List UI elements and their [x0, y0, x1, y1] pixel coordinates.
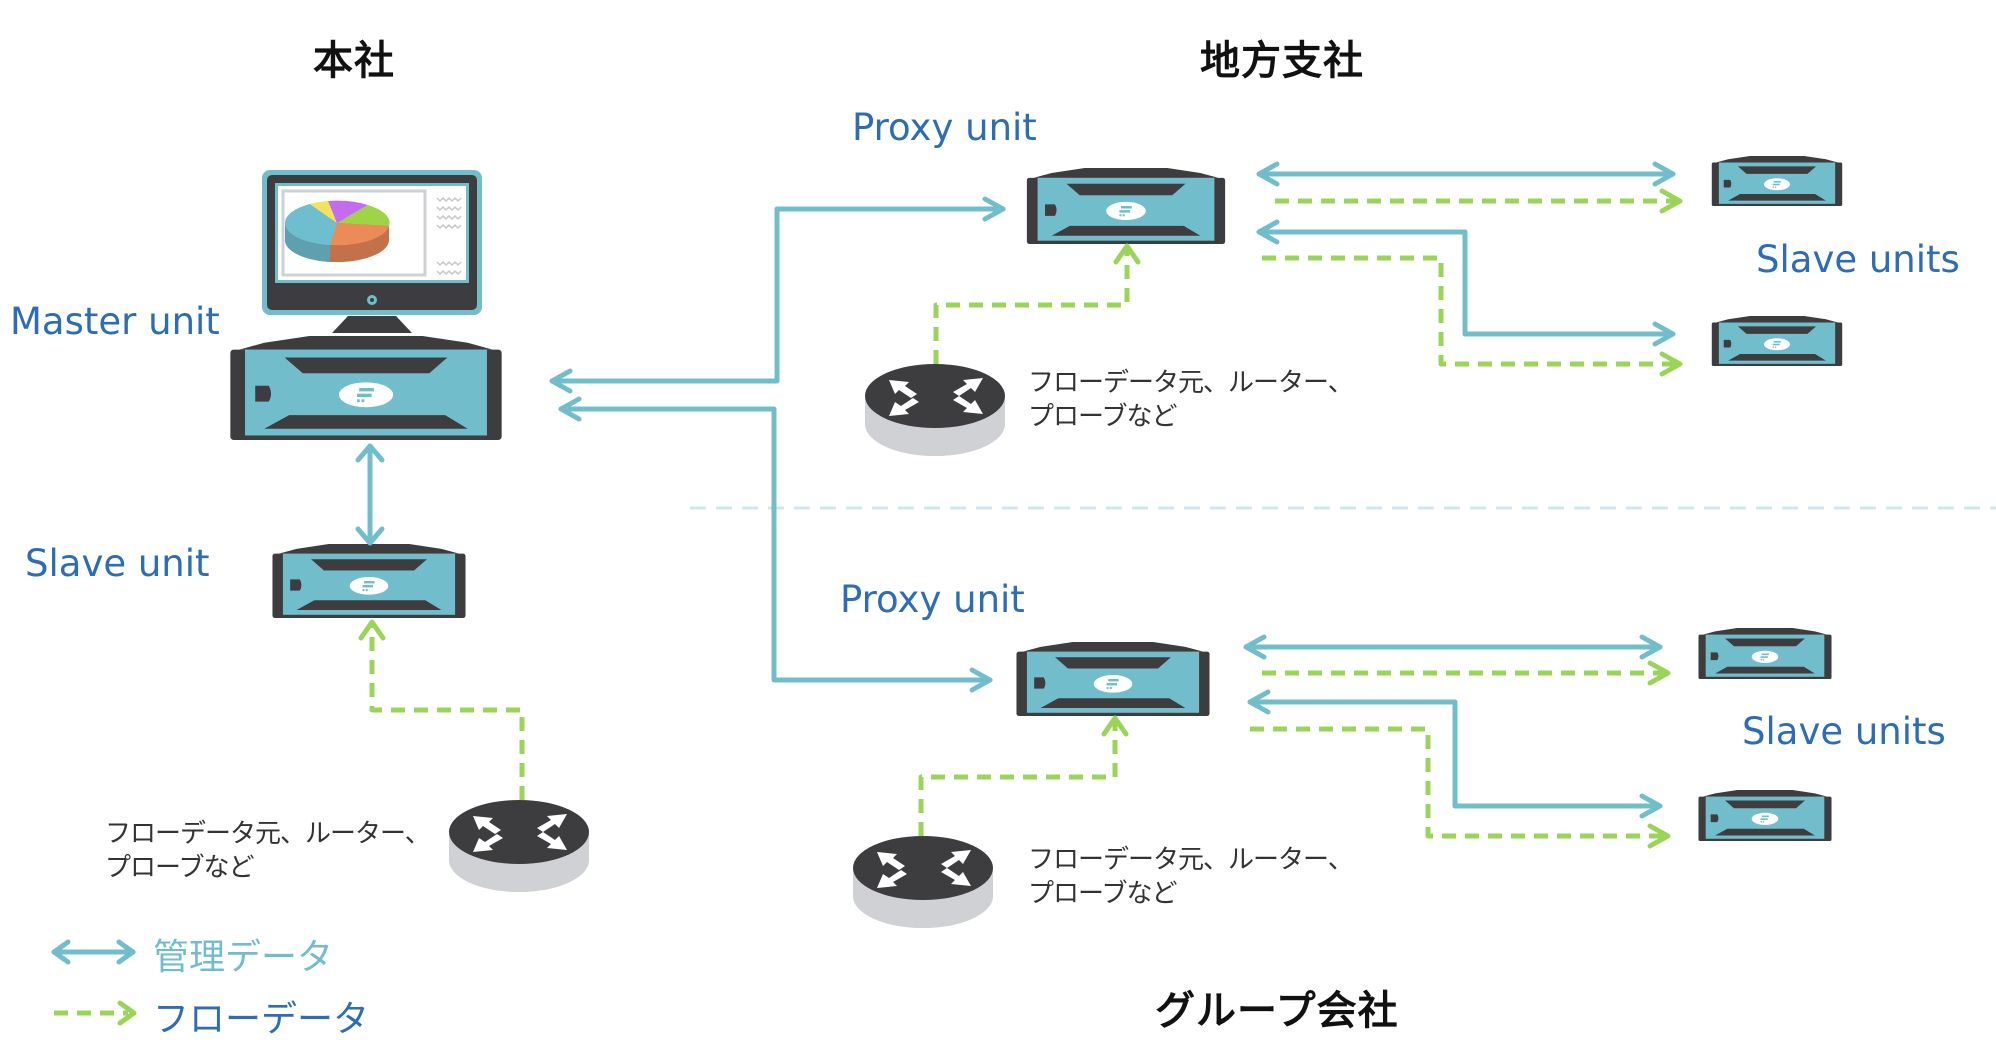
- branch-flow-source-line2: プローブなど: [1028, 402, 1177, 432]
- management-data-lines: [51, 161, 1676, 965]
- pie-slice-green: [337, 205, 390, 226]
- legend-management-label: 管理データ: [153, 937, 334, 978]
- flow-line-group-slave-2: [1250, 726, 1664, 839]
- group-slave-unit-1-server-icon: [1698, 628, 1832, 679]
- slave-units-branch-label: Slave units: [1756, 238, 1960, 281]
- pie-chart-icon: [284, 200, 390, 262]
- slave-unit-label: Slave unit: [25, 542, 210, 585]
- branch-section-title: 地方支社: [1200, 38, 1364, 84]
- flow-line-hq-router: [369, 624, 525, 800]
- group-section-title: グループ会社: [1155, 988, 1399, 1034]
- branch-flow-source-label: フローデータ元、ルーター、 プローブなど: [1028, 366, 1354, 434]
- slave-unit-server-icon: [272, 544, 466, 618]
- flow-line-branch-router: [933, 248, 1130, 364]
- hq-router-icon: [449, 800, 589, 892]
- flow-data-lines: [54, 198, 1676, 1016]
- flow-arrowheads: [117, 188, 1683, 1026]
- mgmt-line-branch-slave-2: [1256, 229, 1676, 337]
- group-flow-source-line2: プローブなど: [1028, 879, 1177, 909]
- branch-slave-unit-2-server-icon: [1711, 316, 1843, 366]
- proxy-unit-branch-label: Proxy unit: [852, 106, 1037, 149]
- monitor-icon: [262, 170, 482, 333]
- legend-flow-label: フローデータ: [153, 999, 370, 1040]
- group-router-icon: [853, 836, 993, 928]
- text-lines-icon: [436, 196, 462, 276]
- proxy-unit-branch-server-icon: [1026, 168, 1226, 244]
- pie-slice-teal: [284, 204, 337, 223]
- flow-line-branch-slave-2: [1262, 255, 1676, 367]
- hq-flow-source-line1: フローデータ元、ルーター、: [105, 819, 431, 849]
- proxy-unit-group-label: Proxy unit: [840, 578, 1025, 621]
- hq-flow-source-label: フローデータ元、ルーター、 プローブなど: [105, 817, 431, 885]
- group-flow-source-label: フローデータ元、ルーター、 プローブなど: [1028, 843, 1354, 911]
- pie-slice-purple: [328, 200, 368, 223]
- group-slave-unit-2-server-icon: [1698, 790, 1832, 841]
- branch-router-icon: [865, 364, 1005, 456]
- master-unit-server-icon: [230, 336, 502, 440]
- master-unit-label: Master unit: [10, 300, 220, 343]
- hq-flow-source-line2: プローブなど: [105, 853, 254, 883]
- mgmt-line-master-branch-proxy: [549, 206, 1006, 384]
- hq-section-title: 本社: [313, 38, 395, 84]
- proxy-unit-group-server-icon: [1016, 642, 1210, 716]
- branch-flow-source-line1: フローデータ元、ルーター、: [1028, 368, 1354, 398]
- group-flow-source-line1: フローデータ元、ルーター、: [1028, 845, 1354, 875]
- mgmt-line-master-group-proxy: [558, 406, 993, 683]
- flow-line-group-router: [918, 720, 1118, 836]
- branch-slave-unit-1-server-icon: [1711, 156, 1843, 206]
- mgmt-line-group-slave-2: [1247, 699, 1663, 809]
- slave-units-group-label: Slave units: [1742, 710, 1946, 753]
